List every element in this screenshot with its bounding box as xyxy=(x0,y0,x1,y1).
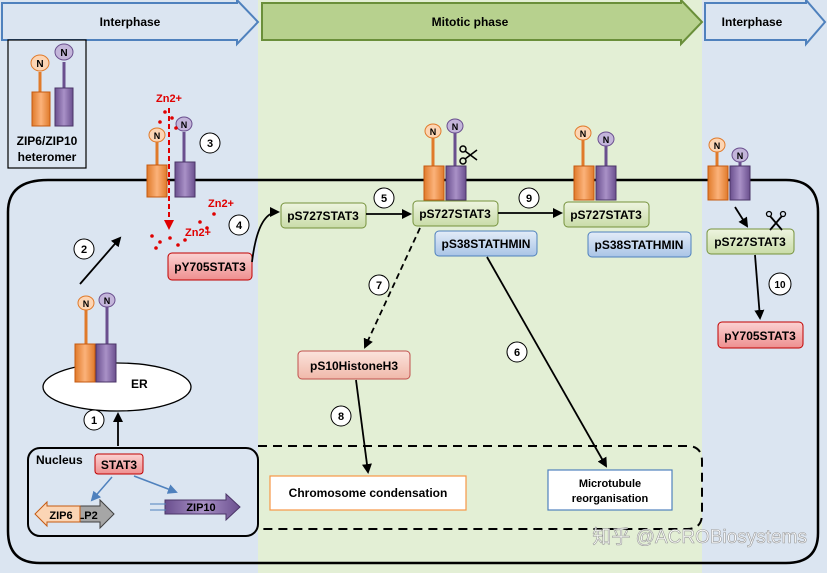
mitotic-phase-arrow: Mitotic phase xyxy=(261,0,704,47)
svg-text:6: 6 xyxy=(514,347,520,359)
svg-text:N: N xyxy=(83,299,90,309)
ps38-stathmin-box-1: pS38STATHMIN xyxy=(434,230,538,257)
step-5: 5 xyxy=(373,187,395,209)
step-4: 4 xyxy=(228,214,250,236)
watermark: 知乎 @ACROBiosystems xyxy=(592,526,807,548)
step-7: 7 xyxy=(368,274,390,296)
scissors-icon xyxy=(765,210,787,231)
zn2-label-b: Zn2+ xyxy=(208,198,234,210)
svg-text:pS10HistoneH3: pS10HistoneH3 xyxy=(310,359,398,373)
microtubule-reorganisation-box: Microtubule reorganisation xyxy=(547,469,673,511)
ps727-stat3-box-1: pS727STAT3 xyxy=(280,202,367,229)
svg-text:pS38STATHMIN: pS38STATHMIN xyxy=(442,237,531,251)
step-9: 9 xyxy=(518,187,540,209)
heteromer-membrane-4: N N xyxy=(707,137,751,201)
heteromer-membrane-3: N N xyxy=(573,125,617,201)
zip6-n-terminus-icon xyxy=(30,54,50,72)
zip10-gene-arrow xyxy=(164,492,241,522)
svg-text:pS727STAT3: pS727STAT3 xyxy=(419,207,491,221)
interphase-right-label: Interphase xyxy=(722,15,783,29)
zinc-release: Zn2+ Zn2+ Zn2+ xyxy=(150,93,234,250)
chromosome-condensation-box: Chromosome condensation xyxy=(269,475,467,511)
er-label: ER xyxy=(131,377,148,391)
heteromer-membrane-2: N N xyxy=(423,118,478,201)
svg-text:2: 2 xyxy=(81,244,87,256)
svg-text:reorganisation: reorganisation xyxy=(572,493,649,505)
interphase-left-arrow: Interphase xyxy=(1,0,260,47)
svg-text:ZIP10: ZIP10 xyxy=(186,502,215,514)
step-2: 2 xyxy=(73,238,95,260)
ps10-histone-box: pS10HistoneH3 xyxy=(297,350,411,380)
zn2-label-a: Zn2+ xyxy=(156,93,182,105)
svg-text:5: 5 xyxy=(381,193,387,205)
scissors-icon xyxy=(459,145,478,165)
zip10-transporter-icon xyxy=(54,87,74,127)
zip6-transporter-icon xyxy=(31,91,51,127)
svg-text:N: N xyxy=(60,48,67,59)
svg-text:pS727STAT3: pS727STAT3 xyxy=(287,209,359,223)
ps38-stathmin-box-2: pS38STATHMIN xyxy=(587,231,692,258)
svg-text:8: 8 xyxy=(338,411,344,423)
interphase-left-label: Interphase xyxy=(100,15,161,29)
svg-text:pS38STATHMIN: pS38STATHMIN xyxy=(595,238,684,252)
nucleus: Nucleus STAT3 ELP2 ZIP6 ZIP10 xyxy=(27,447,259,537)
svg-text:pS727STAT3: pS727STAT3 xyxy=(570,208,642,222)
step-8: 8 xyxy=(330,405,352,427)
svg-text:1: 1 xyxy=(91,415,97,427)
svg-text:10: 10 xyxy=(774,280,786,291)
py705-stat3-box-right: pY705STAT3 xyxy=(717,321,804,349)
svg-text:Chromosome condensation: Chromosome condensation xyxy=(289,486,448,500)
svg-text:pY705STAT3: pY705STAT3 xyxy=(174,260,246,274)
svg-text:N: N xyxy=(430,127,437,137)
svg-text:7: 7 xyxy=(376,280,382,292)
mitotic-outcomes-region xyxy=(258,445,703,530)
svg-text:Microtubule: Microtubule xyxy=(579,478,641,490)
heteromer-legend: N N ZIP6/ZIP10 heteromer xyxy=(7,39,87,169)
zip10-n-terminus-icon xyxy=(54,43,74,61)
stat3-label: STAT3 xyxy=(101,458,138,472)
svg-text:N: N xyxy=(580,129,587,139)
step-3: 3 xyxy=(199,132,221,154)
svg-text:N: N xyxy=(603,135,610,145)
cell-membrane xyxy=(6,178,820,565)
ps727-stat3-box-4: pS727STAT3 xyxy=(706,210,795,255)
svg-text:N: N xyxy=(737,151,744,161)
svg-text:3: 3 xyxy=(207,138,213,150)
mitotic-phase-label: Mitotic phase xyxy=(432,15,509,29)
interphase-right-arrow: Interphase xyxy=(704,0,827,47)
nucleus-label: Nucleus xyxy=(36,453,83,467)
svg-text:pS727STAT3: pS727STAT3 xyxy=(714,235,786,249)
svg-text:N: N xyxy=(104,296,111,306)
svg-text:N: N xyxy=(154,131,161,141)
legend-line1: ZIP6/ZIP10 xyxy=(17,134,78,148)
svg-text:N: N xyxy=(181,120,188,130)
py705-stat3-box-left: pY705STAT3 xyxy=(167,252,253,281)
legend-line2: heteromer xyxy=(18,150,77,164)
interphase-right-background xyxy=(702,0,827,573)
svg-text:ZIP6: ZIP6 xyxy=(49,510,72,522)
ps727-stat3-box-3: pS727STAT3 xyxy=(563,201,650,228)
step-6: 6 xyxy=(506,341,528,363)
ps727-stat3-box-2: pS727STAT3 xyxy=(412,200,499,227)
heteromer-membrane-1: N N xyxy=(146,116,196,198)
svg-text:pY705STAT3: pY705STAT3 xyxy=(724,329,796,343)
pathway-arrows xyxy=(79,206,765,474)
endoplasmic-reticulum: ER N N xyxy=(42,292,192,412)
zip6-gene-arrow xyxy=(34,500,81,528)
svg-text:N: N xyxy=(714,141,721,151)
zn2-label-c: Zn2+ xyxy=(185,227,211,239)
svg-text:9: 9 xyxy=(526,193,532,205)
svg-text:4: 4 xyxy=(236,220,243,232)
svg-text:N: N xyxy=(36,59,43,70)
step-1: 1 xyxy=(83,409,105,431)
step-10: 10 xyxy=(768,272,792,296)
svg-text:N: N xyxy=(452,122,459,132)
